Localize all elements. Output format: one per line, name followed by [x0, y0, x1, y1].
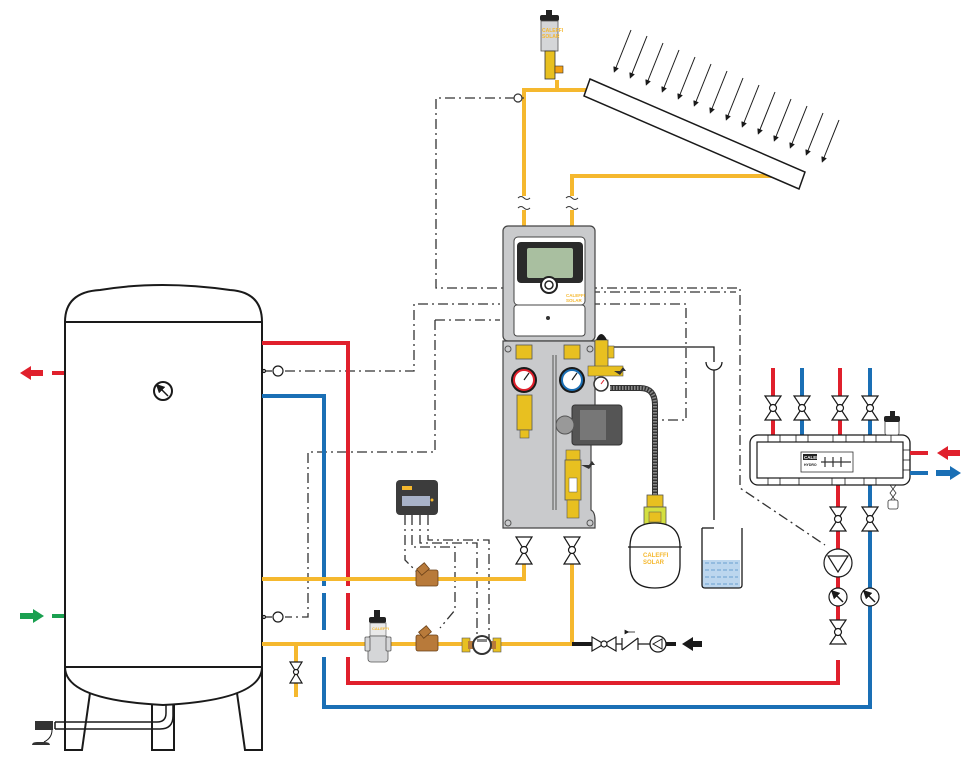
tank-sensor-top	[261, 365, 284, 377]
safety-relief-valve	[594, 339, 609, 369]
cold-water-inlet-arrow	[20, 609, 64, 623]
station-valve-left[interactable]	[514, 536, 534, 565]
lower-valve-blue[interactable]	[860, 506, 880, 532]
controller-knob[interactable]	[540, 276, 558, 294]
recirc-inlet-arrow	[682, 637, 702, 651]
drain-container	[701, 527, 743, 589]
mixing-valve-logo: CALEFFI	[372, 626, 389, 631]
controller-logo-2: SOLAR	[566, 298, 583, 303]
heat-meter-wire-3	[419, 515, 478, 650]
station-valve-right[interactable]	[562, 536, 582, 565]
separator-return-arrow	[910, 466, 961, 480]
cold-water-pipe	[262, 394, 872, 709]
separator-valve-4[interactable]	[860, 395, 880, 421]
mixing-valve[interactable]: CALEFFI	[364, 610, 392, 663]
air-vent-logo-2: SOLAR	[542, 34, 560, 40]
vessel-logo: CALEFFI	[643, 553, 669, 559]
heat-meter-wire-1	[404, 515, 421, 576]
separator-model: HYDRO	[804, 463, 817, 467]
sun-rays-icon	[613, 29, 840, 163]
tank-leg-right	[236, 667, 263, 751]
controller-display	[527, 248, 573, 278]
tank-drain-pipe	[55, 705, 167, 723]
tank-leg-center	[151, 705, 175, 751]
thermometer-red-icon	[828, 587, 848, 607]
separator-valve-3[interactable]	[830, 395, 850, 421]
collector-sensor	[513, 93, 524, 103]
heat-meter-wire-4	[427, 515, 490, 650]
controller-wire-b	[285, 320, 436, 618]
tank-sensor-bottom	[261, 611, 284, 623]
collector-panel	[583, 77, 806, 191]
controller-wire-right-a	[590, 303, 687, 421]
return-valve-red[interactable]	[828, 619, 848, 645]
separator-logo: CALEFFI	[804, 455, 823, 460]
probe-valve-upper	[415, 562, 439, 587]
controller-logo: CALEFFI	[566, 293, 585, 298]
expansion-vessel[interactable]: CALEFFI SOLAR	[628, 494, 682, 589]
lower-valve-red[interactable]	[828, 506, 848, 532]
probe-valve-lower	[415, 625, 439, 652]
tank-top-sensor-wire	[285, 303, 500, 372]
separator-valve-2[interactable]	[792, 395, 812, 421]
vessel-logo-2: SOLAR	[643, 560, 665, 566]
hot-water-outlet-arrow	[20, 366, 64, 380]
heat-meter-wire-2	[411, 515, 456, 629]
solar-drain-valve[interactable]	[288, 661, 304, 684]
relief-line	[610, 346, 723, 520]
storage-tank[interactable]	[32, 284, 284, 751]
recirculation-line	[572, 629, 702, 653]
check-valve	[616, 637, 650, 651]
air-vent-logo: CALEFFI	[542, 28, 564, 34]
thermometer-blue-icon	[860, 587, 880, 607]
pipe-break-marks	[517, 196, 579, 210]
solar-collector[interactable]	[583, 29, 840, 191]
tank-shell	[64, 284, 263, 707]
heating-circulation-pump[interactable]	[823, 548, 853, 578]
separator-supply-arrow	[910, 446, 960, 460]
collector-air-vent[interactable]: CALEFFI SOLAR	[540, 10, 564, 80]
tank-thermometer-icon	[153, 381, 173, 401]
tank-drain-valve[interactable]	[35, 721, 53, 730]
solar-pump-station[interactable]: CALEFFI SOLAR	[502, 225, 658, 529]
heat-meter[interactable]	[396, 480, 438, 515]
water-meter[interactable]	[461, 635, 502, 655]
separator-valve-1[interactable]	[763, 395, 783, 421]
